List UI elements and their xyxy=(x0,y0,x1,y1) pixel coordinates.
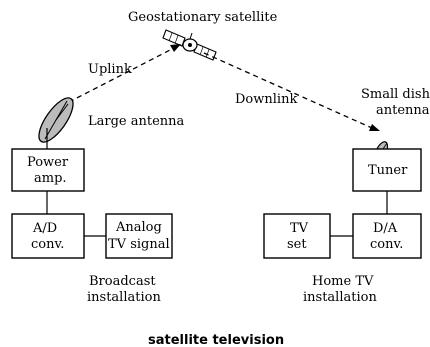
home-installation-line2: installation xyxy=(303,290,377,305)
broadcast-installation-line2: installation xyxy=(87,290,161,305)
satellite-label: Geostationary satellite xyxy=(128,10,278,25)
ad-conv-line1: A/D xyxy=(32,221,57,236)
tv-set-line2: set xyxy=(287,237,307,252)
home-installation-line1: Home TV xyxy=(312,274,374,289)
small-dish-label-line1: Small dish xyxy=(361,87,430,102)
power-amp-box xyxy=(11,148,85,192)
tv-set-box xyxy=(263,213,331,259)
ad-conv-line2: conv. xyxy=(31,237,64,252)
analog-line2: TV signal xyxy=(108,237,170,252)
da-conv-line2: conv. xyxy=(370,237,403,252)
downlink-arrowhead xyxy=(369,124,380,131)
downlink-label: Downlink xyxy=(235,92,297,107)
uplink-arrowhead xyxy=(170,44,181,52)
analog-tv-signal-box xyxy=(105,213,173,259)
large-antenna-label: Large antenna xyxy=(88,114,185,129)
satellite-icon xyxy=(162,29,217,61)
tuner-box xyxy=(352,148,422,192)
power-amp-line1: Power xyxy=(27,155,69,170)
da-converter-box xyxy=(352,213,422,259)
analog-line1: Analog xyxy=(115,220,162,235)
tv-set-line1: TV xyxy=(290,221,309,236)
ad-converter-box xyxy=(11,213,85,259)
tuner-label: Tuner xyxy=(368,163,408,178)
da-conv-line1: D/A xyxy=(373,221,398,236)
small-dish-label-line2: antenna xyxy=(376,103,430,118)
large-antenna-icon xyxy=(38,97,74,147)
diagram-caption: satellite television xyxy=(148,333,284,347)
uplink-label: Uplink xyxy=(88,62,132,77)
broadcast-installation-line1: Broadcast xyxy=(89,274,156,289)
uplink-beam xyxy=(68,47,175,103)
power-amp-line2: amp. xyxy=(34,171,67,186)
downlink-beam xyxy=(203,52,373,129)
